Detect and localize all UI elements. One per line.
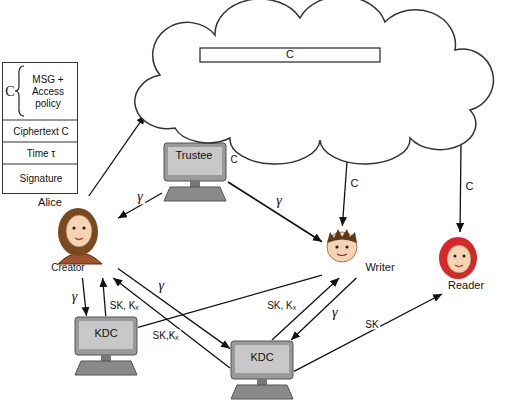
node-text: Ciphertext C xyxy=(13,126,69,138)
node-text: Signature xyxy=(20,173,63,185)
connector-arrow xyxy=(89,115,145,196)
diagram-node: KDC xyxy=(74,316,138,382)
node-text: MSG + Access policy xyxy=(21,74,75,110)
edge-label: γ xyxy=(70,289,80,304)
connector-arrow xyxy=(113,278,230,368)
node-text: KDC xyxy=(250,351,273,364)
computer-icon xyxy=(231,341,293,399)
edge-label: γ xyxy=(135,189,145,204)
computer-icon xyxy=(164,143,226,201)
node-text: KDC xyxy=(94,327,117,340)
node-text: C xyxy=(286,48,294,61)
free-label: C xyxy=(230,154,237,166)
computer-icon xyxy=(75,317,137,375)
node-text: Alice xyxy=(38,196,62,209)
edge-label: SK, Kₓ xyxy=(265,300,298,311)
diagram-node: AliceCreator xyxy=(38,196,118,278)
person-figure xyxy=(327,229,357,262)
diagram-node: Writer xyxy=(322,226,402,278)
ciphertext-bar xyxy=(200,48,380,62)
edge-label: C xyxy=(348,177,360,189)
node-text: Creator xyxy=(51,262,84,274)
node-text: Trustee xyxy=(176,149,213,162)
edge-label: γ xyxy=(330,305,340,320)
cloud-shape xyxy=(135,0,494,164)
person-figure xyxy=(58,208,102,264)
connector-arrow xyxy=(291,278,356,340)
node-text: Time τ xyxy=(27,148,56,160)
node-text: Writer xyxy=(365,261,394,274)
diagram-node: Reader xyxy=(436,232,496,294)
connector-arrow xyxy=(103,278,106,316)
edge-label: γ xyxy=(274,193,284,208)
edge-label: C xyxy=(464,180,476,192)
person-figure xyxy=(439,237,477,279)
connector-arrow xyxy=(460,140,461,232)
node-text: Reader xyxy=(448,279,484,292)
separator xyxy=(2,164,78,165)
edge-label: SK, Kₓ xyxy=(108,300,141,311)
diagram-node: C MSG + Access policyCiphertext C Time τ Si… xyxy=(2,62,78,194)
diagram-node: Trustee xyxy=(162,142,228,205)
brace xyxy=(15,66,24,116)
connector-arrow xyxy=(294,294,442,371)
edge-label: SK,Kₓ xyxy=(151,330,181,341)
diagram-node: C xyxy=(145,8,485,140)
separator xyxy=(2,142,78,143)
node-text: C xyxy=(5,84,14,101)
diagram-node: KDC xyxy=(230,340,294,406)
connector-arrow xyxy=(82,278,86,316)
edge-label: SK xyxy=(363,318,380,329)
separator xyxy=(2,120,78,121)
connector-arrow xyxy=(228,182,322,242)
edge-label: γ xyxy=(156,278,166,293)
